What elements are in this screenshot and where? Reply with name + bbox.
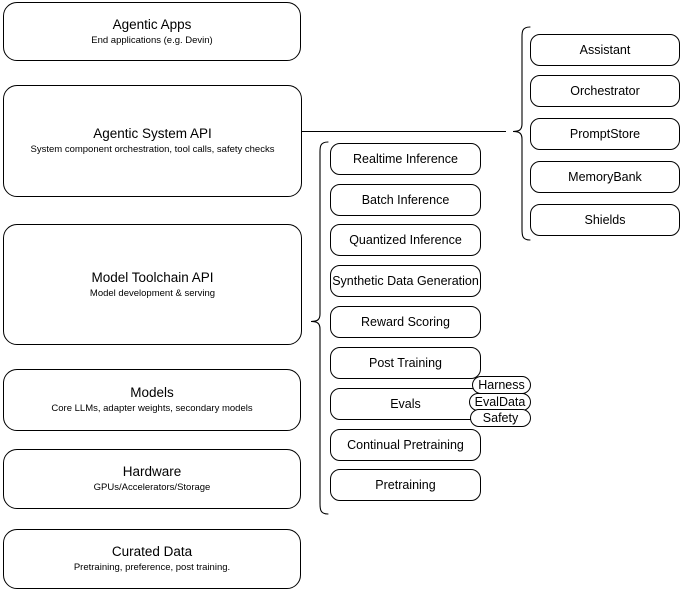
capability-title: Quantized Inference [349, 232, 462, 247]
layer-subtitle: Core LLMs, adapter weights, secondary mo… [51, 403, 253, 414]
layer-title: Model Toolchain API [91, 269, 214, 285]
layer-box-models[interactable]: Models Core LLMs, adapter weights, secon… [3, 369, 301, 431]
capability-box-pretraining[interactable]: Pretraining [330, 469, 481, 501]
component-title: MemoryBank [568, 169, 642, 184]
layer-box-hardware[interactable]: Hardware GPUs/Accelerators/Storage [3, 449, 301, 509]
evals-tag-harness[interactable]: Harness [472, 376, 531, 394]
capability-box-evals[interactable]: Evals [330, 388, 481, 420]
layer-subtitle: System component orchestration, tool cal… [30, 144, 275, 155]
layer-subtitle: GPUs/Accelerators/Storage [93, 482, 211, 493]
component-box-shields[interactable]: Shields [530, 204, 680, 236]
capability-box-quantized-inference[interactable]: Quantized Inference [330, 224, 481, 256]
brace-system-components [506, 24, 536, 246]
capability-title: Realtime Inference [353, 151, 458, 166]
capability-box-realtime-inference[interactable]: Realtime Inference [330, 143, 481, 175]
layer-subtitle: End applications (e.g. Devin) [91, 34, 213, 46]
layer-box-curated-data[interactable]: Curated Data Pretraining, preference, po… [3, 529, 301, 589]
capability-title: Reward Scoring [361, 314, 450, 329]
capability-box-post-training[interactable]: Post Training [330, 347, 481, 379]
layer-box-model-toolchain-api[interactable]: Model Toolchain API Model development & … [3, 224, 302, 345]
component-title: Shields [584, 212, 626, 227]
capability-box-synthetic-data-generation[interactable]: Synthetic Data Generation [330, 265, 481, 297]
layer-title: Hardware [122, 464, 182, 479]
evals-tag-label: Harness [478, 378, 525, 392]
evals-tag-safety[interactable]: Safety [470, 409, 531, 427]
capability-box-continual-pretraining[interactable]: Continual Pretraining [330, 429, 481, 461]
capability-box-reward-scoring[interactable]: Reward Scoring [330, 306, 481, 338]
component-title: PromptStore [569, 126, 641, 141]
capability-title: Synthetic Data Generation [332, 273, 479, 288]
component-box-assistant[interactable]: Assistant [530, 34, 680, 66]
component-box-memorybank[interactable]: MemoryBank [530, 161, 680, 193]
layer-title: Models [130, 385, 174, 400]
layer-box-agentic-apps[interactable]: Agentic Apps End applications (e.g. Devi… [3, 2, 301, 61]
capability-box-batch-inference[interactable]: Batch Inference [330, 184, 481, 216]
component-title: Assistant [579, 42, 631, 57]
capability-title: Evals [390, 396, 421, 411]
connector-system-api-to-components [300, 120, 525, 144]
layer-box-agentic-system-api[interactable]: Agentic System API System component orch… [3, 85, 302, 197]
layer-title: Agentic Apps [112, 16, 192, 32]
component-box-orchestrator[interactable]: Orchestrator [530, 75, 680, 107]
brace-toolchain-capabilities [300, 138, 332, 520]
component-title: Orchestrator [570, 83, 640, 98]
component-box-promptstore[interactable]: PromptStore [530, 118, 680, 150]
layer-subtitle: Model development & serving [89, 287, 216, 299]
capability-title: Post Training [369, 355, 442, 370]
evals-tag-evaldata[interactable]: EvalData [469, 393, 531, 411]
capability-title: Pretraining [375, 477, 436, 492]
capability-title: Batch Inference [361, 192, 450, 207]
layer-subtitle: Pretraining, preference, post training. [73, 562, 231, 573]
layer-title: Curated Data [111, 544, 193, 559]
capability-title: Continual Pretraining [347, 437, 464, 452]
evals-tag-label: Safety [482, 411, 519, 425]
evals-tag-label: EvalData [474, 395, 526, 409]
layer-title: Agentic System API [93, 126, 212, 141]
